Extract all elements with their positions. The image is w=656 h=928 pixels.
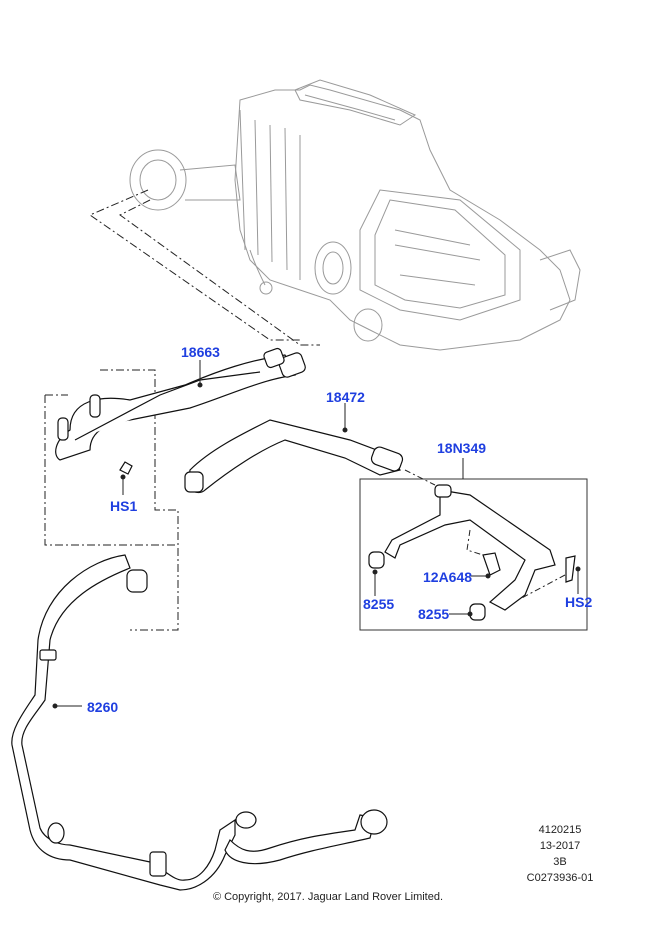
hose-8260 [11,554,388,891]
illustration-date: 13-2017 [539,840,581,852]
manifold-assembly-box [359,478,588,631]
hvac-housing [129,79,581,351]
connection-lines [44,189,320,631]
callout-8255-left[interactable]: 8255 [363,596,395,612]
callout-12a648[interactable]: 12A648 [423,569,473,585]
illustration-section: 3B [553,856,567,868]
illustration-ref: C0273936-01 [526,872,594,884]
callout-8260[interactable]: 8260 [87,699,119,715]
illustration-number: 4120215 [538,824,582,836]
callout-18663[interactable]: 18663 [181,344,220,360]
callout-18n349[interactable]: 18N349 [437,440,487,456]
callout-hs2[interactable]: HS2 [565,594,593,610]
callout-hs1[interactable]: HS1 [110,498,138,514]
hose-18472 [184,419,404,494]
hose-18663 [55,347,306,475]
leader-lines [52,360,581,709]
manifold-assembly [368,484,576,621]
copyright-notice: © Copyright, 2017. Jaguar Land Rover Lim… [212,891,444,903]
callout-8255-right[interactable]: 8255 [418,606,450,622]
assembly-dash-lines [404,469,566,601]
callout-18472[interactable]: 18472 [326,389,365,405]
